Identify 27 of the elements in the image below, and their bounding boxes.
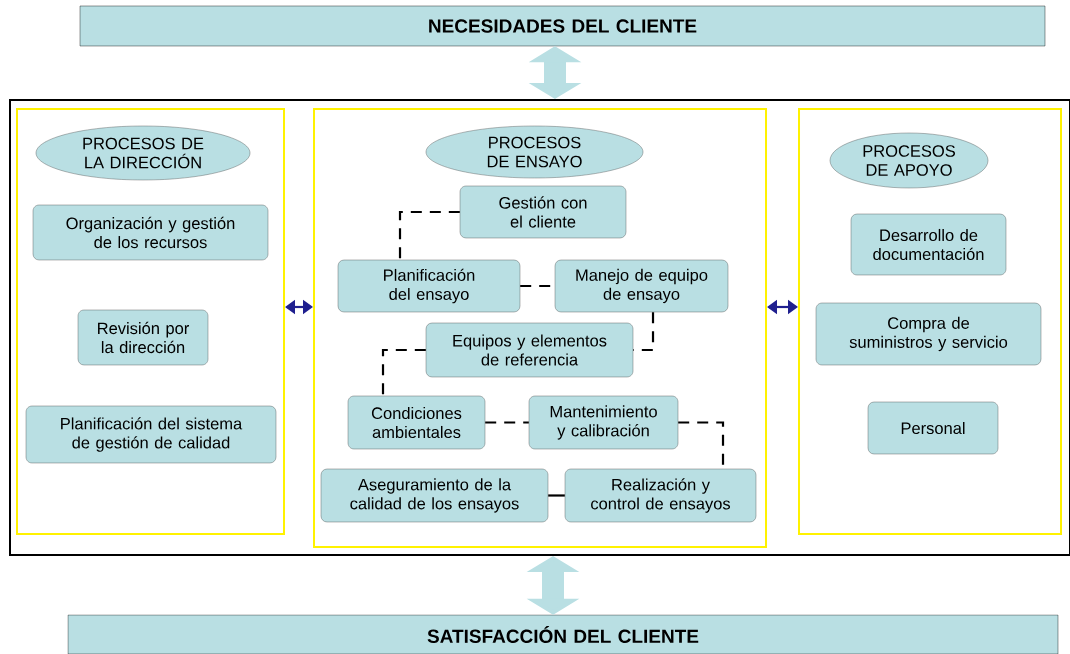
dashed-connector — [381, 348, 426, 396]
process-box: Planificación del ensayo — [337, 259, 521, 313]
process-box: Equipos y elementos de referencia — [425, 322, 634, 378]
dashed-connector — [485, 421, 529, 424]
process-box: Realización y control de ensayos — [564, 468, 757, 523]
process-box: Gestión con el cliente — [459, 185, 627, 239]
process-box: Revisión por la dirección — [77, 309, 209, 366]
process-box: Condiciones ambientales — [347, 395, 486, 450]
process-box: Planificación del sistema de gestión de calidad — [25, 405, 277, 464]
process-box: Compra de suministros y servicio — [815, 302, 1042, 366]
dashed-connector — [633, 312, 655, 352]
block-arrow — [526, 556, 580, 615]
process-box: Mantenimiento y calibración — [528, 395, 679, 450]
panel-frame — [16, 108, 285, 535]
process-box: Organización y gestión de los recursos — [32, 204, 269, 261]
dashed-connector — [398, 210, 460, 260]
process-box: Manejo de equipo de ensayo — [554, 259, 729, 313]
double-arrow — [285, 299, 313, 315]
panel-frame — [313, 108, 767, 548]
outer-frame — [9, 99, 1070, 556]
process-box: Aseguramiento de la calidad de los ensayos — [320, 468, 549, 523]
process-box: Desarrollo de documentación — [850, 213, 1007, 276]
process-box: Personal — [867, 401, 999, 455]
double-arrow — [767, 299, 798, 315]
block-arrow — [528, 46, 582, 99]
panel-frame — [798, 108, 1062, 535]
connector — [548, 494, 565, 497]
